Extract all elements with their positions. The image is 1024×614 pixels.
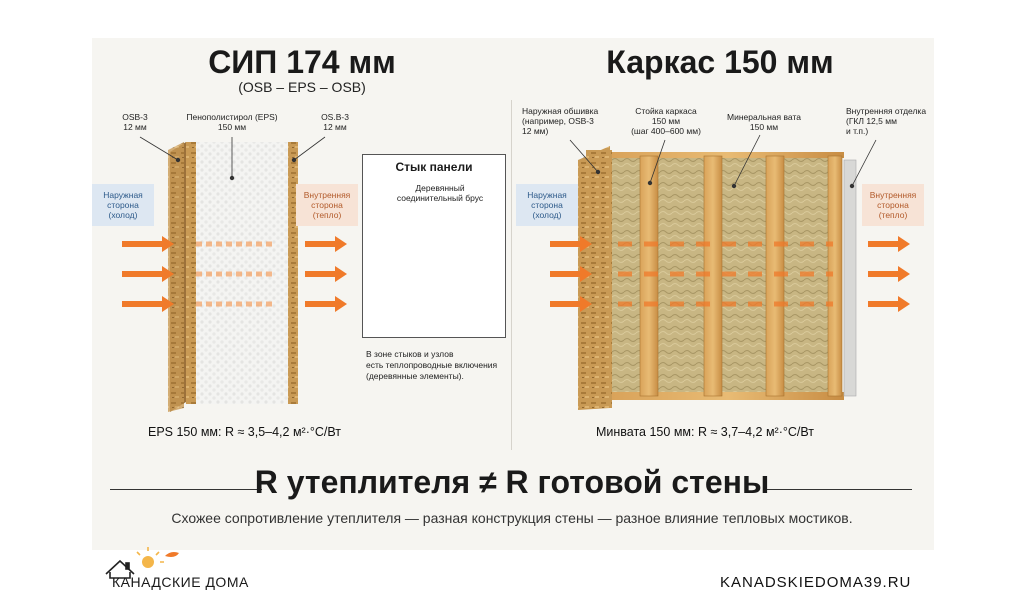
frame-stud-label: Стойка каркаса 150 мм (шаг 400–600 мм) [631, 106, 701, 136]
arrow [305, 266, 347, 282]
sip-subtitle: (OSB – EPS – OSB) [238, 79, 366, 95]
sip-title: СИП 174 мм [208, 44, 396, 80]
sip-warm-side: Внутренняя сторона (тепло) [296, 184, 358, 226]
brand-logo [105, 547, 179, 579]
frame-inner-label: Внутренняя отделка (ГКЛ 12,5 мм и т.п.) [846, 106, 927, 136]
sip-osb-right-label: OS.B-3 12 мм [321, 112, 349, 132]
arrow [305, 296, 347, 312]
frame-heat-arrows [550, 236, 910, 312]
joint-note: В зоне стыков и узлов есть теплопроводны… [366, 349, 498, 381]
frame-wool-label: Минеральная вата 150 мм [727, 112, 801, 132]
headline-line-right [766, 489, 912, 490]
arrow [122, 266, 174, 282]
sip-cold-side: Наружная сторона (холод) [92, 184, 154, 226]
frame-outer-label: Наружная обшивка (например, OSB-3 12 мм) [522, 106, 599, 136]
sip-panel-illustration [168, 142, 298, 412]
website-link[interactable]: KANADSKIEDOMA39.RU [720, 574, 912, 591]
joint-inset: Стык панели Деревянный соединительный бр… [362, 154, 506, 338]
headline: R утеплителя ≠ R готовой стены [254, 464, 770, 500]
sip-eps-label: Пенополистирол (EPS) 150 мм [186, 112, 278, 132]
frame-formula: Минвата 150 мм: R ≈ 3,7–4,2 м²·°С/Вт [596, 425, 815, 439]
frame-warm-side: Внутренняя сторона (тепло) [862, 184, 924, 226]
sip-osb-left-label: OSB-3 12 мм [122, 112, 148, 132]
section-divider [511, 100, 512, 450]
arrow [305, 236, 347, 252]
arrow [122, 236, 174, 252]
tagline: Схожее сопротивление утеплителя — разная… [171, 510, 853, 526]
sip-osb-left [186, 142, 196, 404]
frame-title: Каркас 150 мм [606, 44, 834, 80]
headline-line-left [110, 489, 262, 490]
sip-formula: EPS 150 мм: R ≈ 3,5–4,2 м²·°С/Вт [148, 425, 342, 439]
frame-cold-side: Наружная сторона (холод) [516, 184, 578, 226]
joint-title: Стык панели [395, 160, 473, 174]
arrow [122, 296, 174, 312]
brand-name: КАНАДСКИЕ ДОМА [112, 574, 249, 590]
joint-label: Деревянный соединительный брус [396, 183, 484, 203]
sip-osb-right [288, 142, 298, 404]
frame-wall-illustration [578, 146, 857, 410]
sip-heat-arrows [122, 236, 347, 312]
